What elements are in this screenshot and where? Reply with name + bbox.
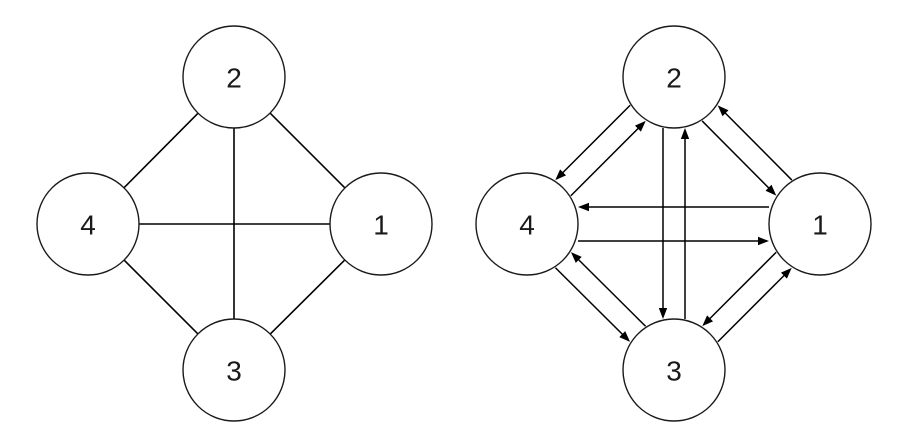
node-label: 1 — [812, 210, 828, 241]
graph-directed-edge — [570, 124, 642, 197]
arrow-head-icon — [578, 202, 589, 212]
graph-node-1[interactable]: 1 — [329, 172, 433, 276]
graph-edge — [269, 259, 346, 335]
arrow-head-icon — [658, 308, 668, 319]
graph-node-3[interactable]: 3 — [182, 318, 286, 422]
graph-directed-edge — [574, 255, 647, 327]
graph-edge — [269, 112, 346, 189]
graph-directed-edge — [701, 120, 773, 192]
node-circle[interactable] — [329, 172, 433, 276]
graph-node-3[interactable]: 3 — [622, 318, 726, 422]
arrow-head-icon — [702, 315, 714, 327]
right-graph-nodes: 2 4 1 3 — [475, 25, 872, 422]
node-circle[interactable] — [182, 25, 286, 129]
arrow-head-icon — [634, 120, 646, 132]
node-label: 4 — [519, 210, 535, 241]
arrow-head-icon — [780, 267, 792, 279]
graph-node-2[interactable]: 2 — [622, 25, 726, 129]
node-label: 4 — [80, 210, 96, 241]
graph-edge — [123, 259, 199, 335]
node-circle[interactable] — [182, 318, 286, 422]
node-circle[interactable] — [36, 172, 140, 276]
node-label: 2 — [226, 63, 242, 94]
graph-directed-edge — [554, 267, 627, 339]
graph-node-4[interactable]: 4 — [475, 172, 579, 276]
arrow-head-icon — [765, 184, 777, 196]
node-circle[interactable] — [475, 172, 579, 276]
right-graph-edges — [554, 104, 793, 343]
node-circle[interactable] — [622, 318, 726, 422]
graph-directed-edge — [559, 104, 631, 177]
node-label: 2 — [666, 63, 682, 94]
arrow-head-icon — [680, 128, 690, 139]
node-circle[interactable] — [768, 172, 872, 276]
graph-directed-edge — [706, 251, 777, 323]
graph-directed-edge — [721, 109, 793, 181]
graph-directed-edge — [717, 271, 788, 343]
arrow-head-icon — [570, 252, 582, 263]
node-circle[interactable] — [622, 25, 726, 129]
graph-edge — [123, 112, 199, 189]
node-label: 3 — [226, 356, 242, 387]
left-graph-edges — [123, 112, 346, 335]
arrow-head-icon — [717, 105, 729, 117]
node-label: 3 — [666, 356, 682, 387]
left-graph-nodes: 2 4 1 3 — [36, 25, 433, 422]
arrow-head-icon — [619, 331, 631, 342]
graph-node-4[interactable]: 4 — [36, 172, 140, 276]
arrow-head-icon — [555, 169, 567, 181]
arrow-head-icon — [758, 236, 769, 246]
node-label: 1 — [373, 210, 389, 241]
graph-node-1[interactable]: 1 — [768, 172, 872, 276]
graph-node-2[interactable]: 2 — [182, 25, 286, 129]
